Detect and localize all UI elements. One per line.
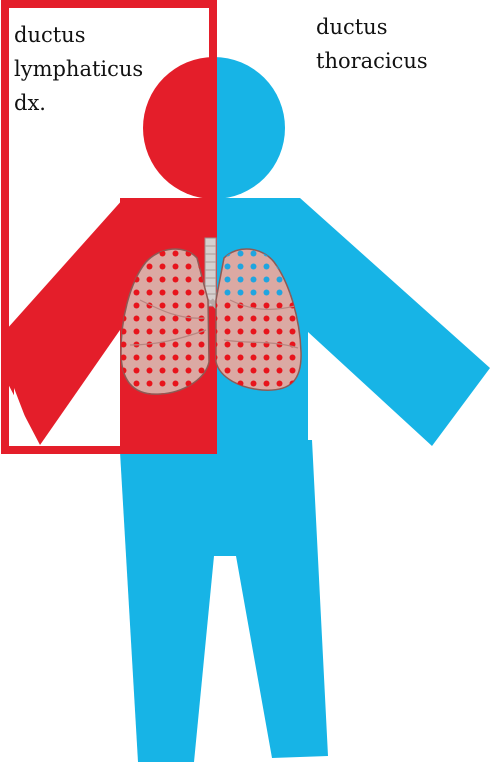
right-label-line-1: ductus <box>14 18 143 52</box>
right-label-line-3: dx. <box>14 86 143 120</box>
ductus-lymphaticus-dexter-label: ductus lymphaticus dx. <box>14 18 143 120</box>
ductus-thoracicus-label: ductus thoracicus <box>316 10 428 78</box>
left-label-line-2: thoracicus <box>316 44 428 78</box>
left-label-line-1: ductus <box>316 10 428 44</box>
right-leg <box>120 452 214 762</box>
right-label-line-2: lymphaticus <box>14 52 143 86</box>
